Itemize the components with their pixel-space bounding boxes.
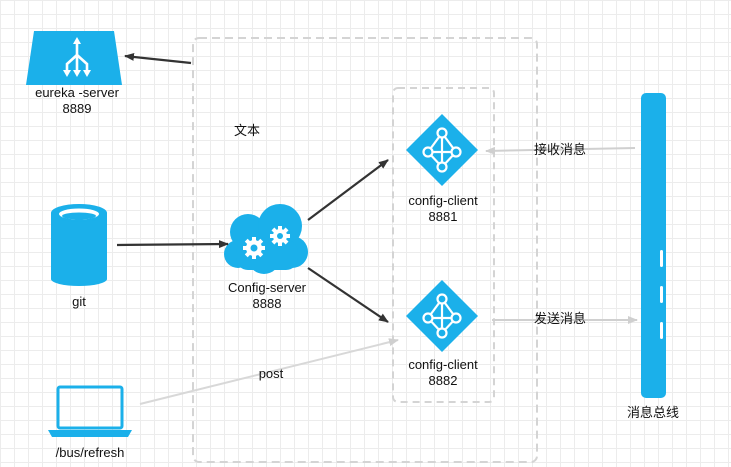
database-icon — [51, 204, 107, 286]
laptop-label: /bus/refresh — [30, 445, 150, 461]
clients-container — [392, 87, 495, 403]
arrow-bus-to-client1 — [485, 146, 636, 155]
client1-name: config-client — [408, 193, 478, 208]
client2-label: config-client 8882 — [390, 357, 496, 389]
laptop-name: /bus/refresh — [55, 445, 125, 460]
config-server-label: Config-server 8888 — [212, 280, 322, 312]
laptop-icon — [48, 385, 132, 437]
send-label: 发送消息 — [533, 312, 586, 327]
client2-name: config-client — [408, 357, 478, 372]
post-label: post — [258, 366, 284, 381]
client1-label: config-client 8881 — [390, 193, 496, 225]
eureka-label: eureka -server 8889 — [14, 85, 140, 117]
config-server-name: Config-server — [227, 280, 307, 295]
phone-bar-icon — [641, 93, 666, 398]
network-icon — [406, 280, 478, 352]
eureka-name: eureka -server — [35, 85, 119, 100]
arrow-git-to-server — [116, 240, 229, 249]
arrow-to-eureka — [124, 52, 192, 65]
eureka-port: 8889 — [62, 101, 92, 116]
arrow-post-to-client2 — [139, 338, 399, 405]
git-name: git — [72, 294, 86, 309]
config-server-port: 8888 — [252, 296, 282, 311]
arrow-server-to-client2 — [307, 267, 389, 323]
receive-label: 接收消息 — [533, 143, 586, 158]
git-label: git — [54, 294, 104, 310]
outer-container — [192, 37, 538, 463]
arrow-server-to-client1 — [307, 159, 389, 221]
share-icon — [26, 31, 122, 85]
client2-port: 8882 — [428, 373, 458, 388]
network-icon — [406, 114, 478, 186]
text-label: 文本 — [233, 124, 260, 139]
gears-cloud-icon — [224, 204, 308, 274]
client1-port: 8881 — [428, 209, 458, 224]
bus-label: 消息总线 — [626, 406, 679, 421]
